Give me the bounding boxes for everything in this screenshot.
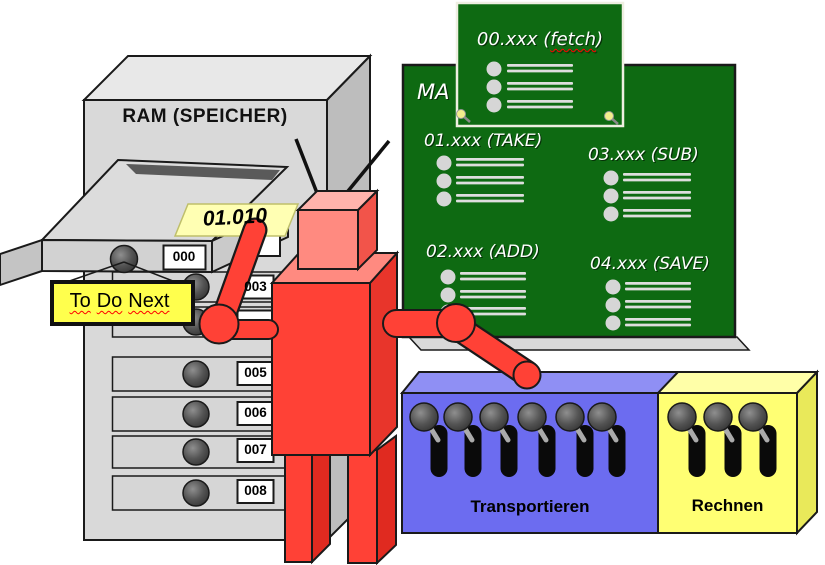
list-line xyxy=(623,214,691,218)
drawer-knob xyxy=(182,479,210,507)
list-bullet xyxy=(486,79,502,95)
list-bullet xyxy=(605,279,621,295)
drawer-knob xyxy=(182,400,210,428)
panel-switches xyxy=(409,402,777,477)
list-bullet xyxy=(436,173,452,189)
list-bullet xyxy=(603,170,619,186)
switch-knob xyxy=(479,402,509,432)
todo-word: Do xyxy=(96,290,123,312)
ram-cabinet-title: RAM (SPEICHER) xyxy=(122,106,288,127)
list-line xyxy=(623,178,691,182)
todo-word: To xyxy=(69,290,91,312)
board-partial-heading: MA xyxy=(417,80,450,104)
drawer-knob xyxy=(182,438,210,466)
antenna xyxy=(342,139,391,198)
list-line xyxy=(623,196,691,200)
right-arm-joint xyxy=(436,303,476,343)
list-line xyxy=(623,191,691,194)
drawer-label-003: 003 xyxy=(244,279,267,294)
list-line xyxy=(507,87,573,91)
robot xyxy=(198,138,542,565)
list-bullet xyxy=(603,206,619,222)
fetch-card xyxy=(455,1,625,128)
push-pin xyxy=(456,109,466,119)
fetch-title-prefix: 00.xxx ( xyxy=(476,29,551,50)
list-line xyxy=(623,173,691,176)
list-line xyxy=(507,105,573,109)
drawer-label-000: 000 xyxy=(172,249,196,264)
list-line xyxy=(460,272,526,275)
list-line xyxy=(625,287,691,291)
switch-knob xyxy=(703,402,733,432)
fetch-card-title: 00.xxx (fetch) xyxy=(457,29,623,50)
list-line xyxy=(456,199,524,203)
open-drawer-knob xyxy=(109,244,139,274)
list-line xyxy=(456,158,524,161)
push-pin xyxy=(604,111,614,121)
section-take-title: 01.xxx (TAKE) xyxy=(424,131,543,151)
list-bullet xyxy=(603,188,619,204)
left-arm-joint xyxy=(198,303,240,345)
switch-knob xyxy=(555,402,585,432)
list-line xyxy=(456,194,524,197)
list-line xyxy=(507,64,573,67)
antenna xyxy=(294,138,319,194)
list-line xyxy=(625,323,691,327)
fetch-keyword: fetch xyxy=(550,29,597,50)
compute-panel-label: Rechnen xyxy=(691,496,764,515)
drawer-label-005: 005 xyxy=(244,365,267,380)
list-bullet xyxy=(605,315,621,331)
list-line xyxy=(460,295,526,299)
robot-hand xyxy=(512,360,542,390)
switch-knob xyxy=(409,402,439,432)
list-line xyxy=(625,282,691,285)
list-line xyxy=(456,176,524,179)
todo-note-card xyxy=(50,280,195,326)
list-line xyxy=(456,181,524,185)
list-line xyxy=(460,307,526,310)
drawer-label-006: 006 xyxy=(244,405,267,420)
switch-knob xyxy=(443,402,473,432)
list-bullet xyxy=(486,97,502,113)
list-line xyxy=(507,100,573,103)
list-line xyxy=(623,209,691,212)
drawer-label-008: 008 xyxy=(244,483,267,498)
list-bullet xyxy=(440,287,456,303)
list-bullet xyxy=(436,155,452,171)
list-bullet xyxy=(440,269,456,285)
list-bullet xyxy=(436,191,452,207)
switch-knob xyxy=(517,402,547,432)
list-line xyxy=(625,318,691,321)
drawer-knob xyxy=(182,360,210,388)
list-bullet xyxy=(486,61,502,77)
drawer-label-007: 007 xyxy=(244,442,267,457)
section-save-title: 04.xxx (SAVE) xyxy=(590,254,710,274)
list-line xyxy=(507,69,573,73)
todo-word: Next xyxy=(128,290,170,312)
list-line xyxy=(625,305,691,309)
switch-knob xyxy=(738,402,768,432)
list-line xyxy=(460,277,526,281)
list-line xyxy=(456,163,524,167)
transport-panel-label: Transportieren xyxy=(470,497,590,516)
list-line xyxy=(460,290,526,293)
switch-knob xyxy=(667,402,697,432)
section-sub-title: 03.xxx (SUB) xyxy=(588,145,699,165)
section-add-title: 02.xxx (ADD) xyxy=(426,242,540,262)
list-bullet xyxy=(605,297,621,313)
switch-knob xyxy=(587,402,617,432)
list-line xyxy=(625,300,691,303)
list-line xyxy=(507,82,573,85)
fetch-title-suffix: ) xyxy=(596,29,604,50)
list-line xyxy=(460,312,526,316)
